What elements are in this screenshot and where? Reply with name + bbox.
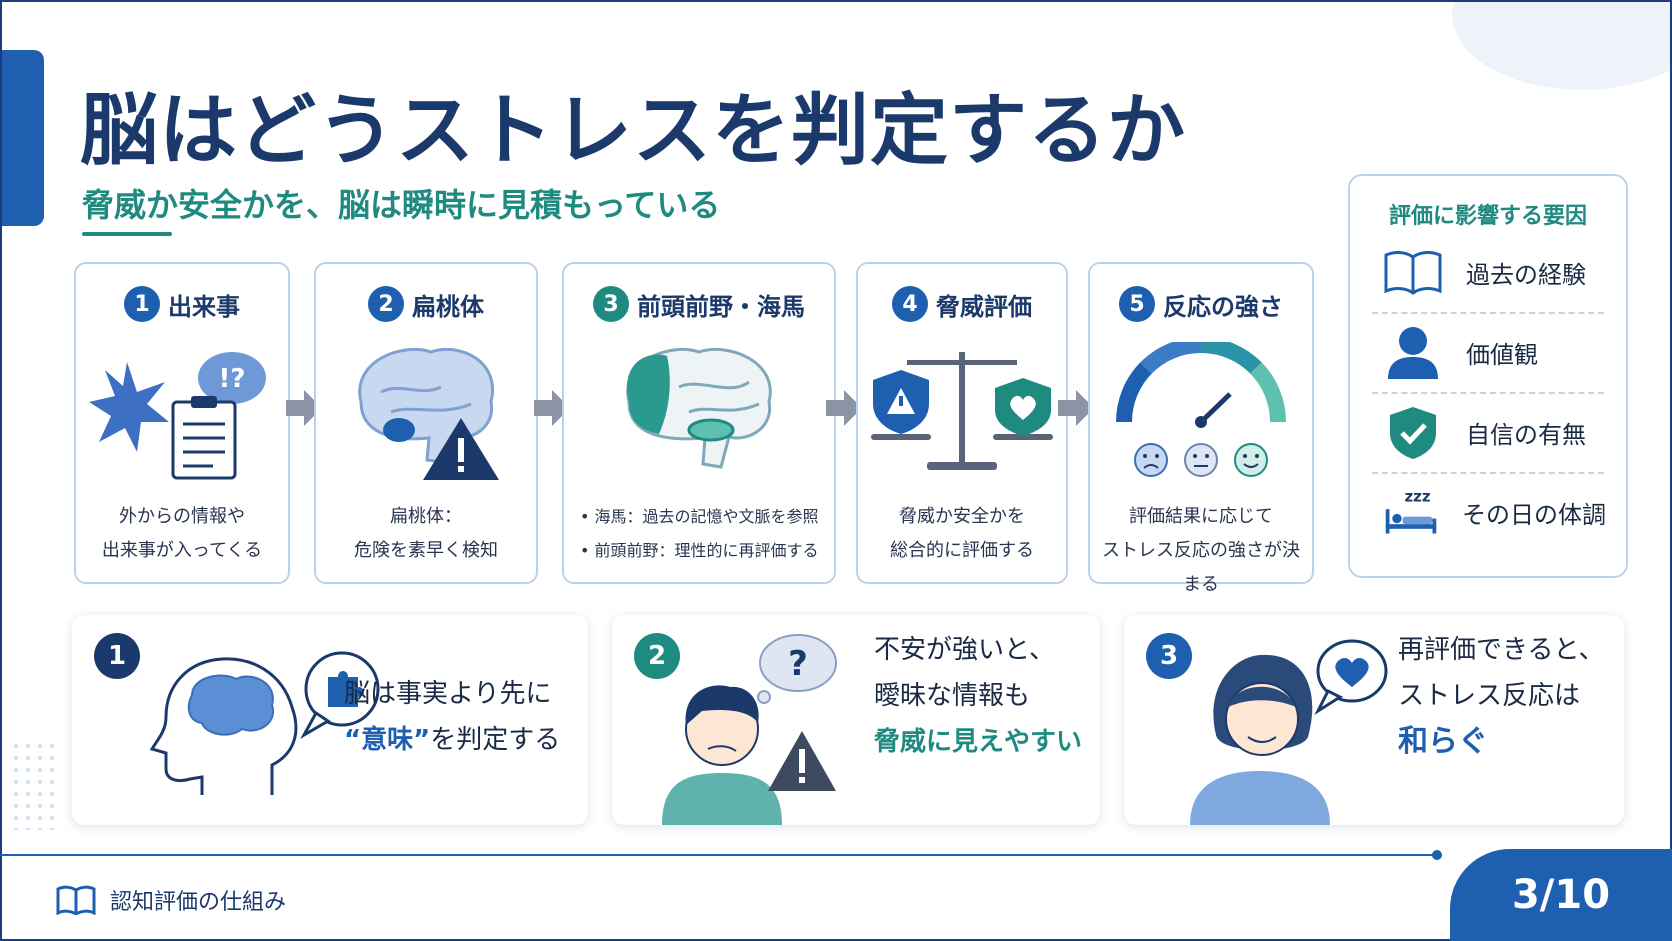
factors-panel: 評価に影響する要因 過去の経験 価値観 自信の有無 zzz その日の体調: [1348, 174, 1628, 578]
svg-text:zzz: zzz: [1404, 488, 1430, 506]
step-number: 4: [892, 286, 928, 322]
warning-shield-icon: [873, 370, 929, 434]
gauge-icon: [1115, 342, 1287, 423]
heart-bubble-icon: [1314, 639, 1388, 716]
amygdala-illustration: [316, 342, 536, 482]
burst-icon: [89, 362, 169, 452]
factors-title: 評価に影響する要因: [1388, 204, 1587, 229]
hippocampus-highlight: [687, 418, 735, 442]
head-brain-icon: [149, 651, 380, 795]
left-accent-tab: [0, 50, 44, 226]
footer-section-label: 認知評価の仕組み: [56, 884, 286, 916]
card-number: 1: [94, 633, 140, 679]
svg-text:?: ?: [788, 644, 808, 684]
insight-card-3: 3 再評価できると、 ストレス反応は 和らぐ: [1124, 615, 1624, 825]
step-card-event: 1 出来事 !? 外からの情報や出来事が入ってくる: [74, 262, 290, 584]
card-number: 3: [1146, 633, 1192, 679]
arrow-right-icon: [1058, 390, 1094, 426]
insight-card-2: 2 ? 不安が強いと、 曖昧な情報も 脅威に見えやすい: [612, 615, 1100, 825]
amygdala-highlight: [383, 418, 415, 442]
calm-person-icon: [1190, 639, 1388, 825]
factor-item: 価値観: [1370, 312, 1606, 392]
sleep-bed-icon: zzz: [1385, 488, 1437, 534]
step-card-prefrontal-hippocampus: 3 前頭前野・海馬 • 海馬：過去の記憶や文脈を参照• 前頭前野：理性的に再評価…: [562, 262, 836, 584]
step-title: 出来事: [168, 292, 240, 321]
step-card-response-strength: 5 反応の強さ 評価結果に応じてストレス反応の強さが決まる: [1088, 262, 1314, 595]
thought-bubble-icon: ?: [757, 634, 837, 704]
step-card-threat-evaluation: 4 脅威評価 脅威か安全かを総合的に評価する: [856, 262, 1068, 584]
arrow-right-icon: [534, 390, 570, 426]
step-description: 脅威か安全かを総合的に評価する: [890, 506, 1034, 561]
worried-person-icon: ?: [662, 634, 837, 825]
arrow-right-icon: [286, 390, 322, 426]
balance-scale-icon: [871, 352, 1053, 470]
footer-dot: [1432, 850, 1442, 860]
card-number: 2: [634, 633, 680, 679]
footer-line: [0, 854, 1436, 856]
neutral-face-icon: [1184, 443, 1218, 477]
step-description: 外からの情報や出来事が入ってくる: [101, 506, 263, 561]
step-number: 2: [368, 286, 404, 322]
brain-icon: [626, 347, 772, 469]
insight-card-1: 1 脳は事実より先に “意味”を判定する: [72, 615, 588, 825]
book-icon: [1384, 251, 1442, 295]
gauge-needle: [1199, 392, 1232, 424]
step-number: 3: [593, 286, 629, 322]
factor-item: 自信の有無: [1370, 392, 1606, 472]
step-number: 1: [124, 286, 160, 322]
factor-item: zzz その日の体調: [1370, 472, 1606, 552]
clipboard-icon: [171, 396, 237, 480]
happy-face-icon: [1234, 443, 1268, 477]
subtitle-underline: [82, 232, 172, 236]
puzzle-icon: [328, 671, 364, 707]
divider: [1372, 392, 1604, 394]
step-description: 評価結果に応じてストレス反応の強さが決まる: [1102, 506, 1300, 595]
divider: [1372, 472, 1604, 474]
dot-pattern: [10, 740, 58, 830]
event-illustration: !?: [76, 342, 288, 482]
book-icon: [56, 885, 96, 915]
page-subtitle: 脅威か安全かを、脳は瞬時に見積もっている: [82, 186, 721, 224]
page-number: 3/10: [1450, 849, 1672, 941]
shield-check-icon: [1390, 407, 1436, 459]
divider: [1372, 312, 1604, 314]
factor-item: 過去の経験: [1370, 232, 1606, 312]
sad-face-icon: [1134, 443, 1168, 477]
heart-shield-icon: [995, 378, 1051, 436]
corner-decoration: [1452, 0, 1672, 90]
prefrontal-hippocampus-illustration: [564, 342, 834, 482]
gauge-illustration: [1090, 342, 1312, 482]
step-card-amygdala: 2 扁桃体 扁桃体：危険を素早く検知: [314, 262, 538, 584]
step-title: 扁桃体: [412, 292, 484, 321]
arrow-right-icon: [826, 390, 862, 426]
warning-icon: [768, 731, 836, 791]
scale-illustration: [858, 342, 1066, 482]
step-description: 扁桃体：危険を素早く検知: [354, 506, 498, 561]
step-number: 5: [1119, 286, 1155, 322]
step-description: • 海馬：過去の記憶や文脈を参照• 前頭前野：理性的に再評価する: [580, 507, 819, 560]
svg-text:!?: !?: [219, 364, 246, 394]
person-icon: [1388, 327, 1438, 379]
warning-icon: [423, 418, 499, 480]
step-title: 反応の強さ: [1163, 292, 1283, 321]
step-title: 脅威評価: [936, 292, 1032, 321]
page-title: 脳はどうストレスを判定するか: [80, 86, 1187, 176]
step-title: 前頭前野・海馬: [637, 292, 805, 321]
